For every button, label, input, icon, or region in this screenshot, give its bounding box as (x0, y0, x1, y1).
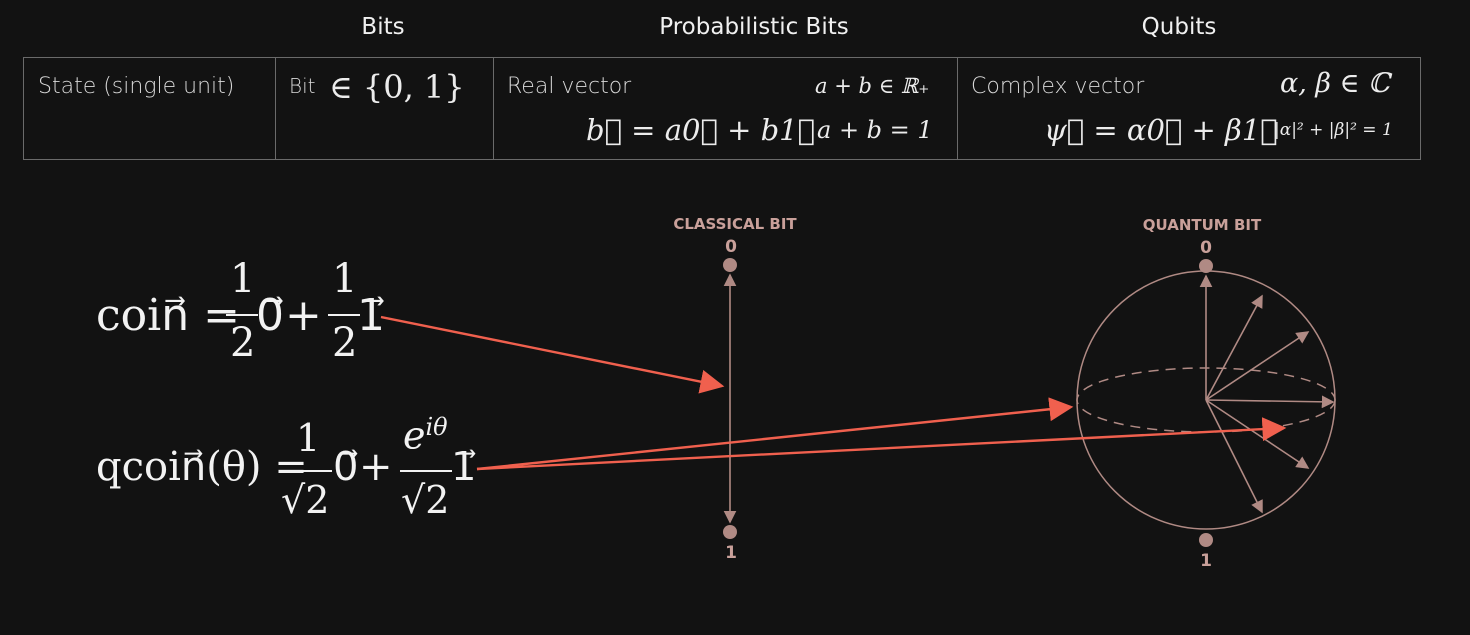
qubit-formula: ψ⃗ = α0⃗ + β1⃗ (1044, 113, 1278, 147)
bit-cell: Bit ∈ {0, 1} (275, 57, 494, 160)
classical-bit-one-label: 1 (725, 543, 737, 563)
quantum-zero-point (1199, 259, 1213, 273)
qcoin-vec-one: 1⃗ (451, 444, 477, 490)
qcoin-lhs: qcoin⃗(θ) = (96, 444, 308, 490)
qcoin-vec-zero: 0⃗ (333, 444, 359, 490)
classical-one-point (723, 525, 737, 539)
coin-frac-num-2: 1 (332, 256, 358, 302)
classical-bit: CLASSICAL BIT 0 1 (673, 215, 797, 563)
qcoin-frac-bar-1 (280, 470, 332, 472)
quantum-bit: QUANTUM BIT 0 1 (1076, 216, 1336, 571)
qcoin-exp-power: iθ (425, 413, 448, 441)
header-qubits: Qubits (1141, 14, 1217, 40)
coin-frac-num-1: 1 (230, 256, 256, 302)
row-label: State (single unit) (38, 74, 235, 99)
qcoin-plus: + (359, 444, 393, 490)
qubit-condition-complex: α, β ∈ ℂ (1280, 68, 1390, 99)
classical-bit-title: CLASSICAL BIT (673, 215, 797, 233)
coin-frac-bar-1 (226, 314, 258, 316)
qubit-label: Complex vector (971, 74, 1145, 99)
header-bits: Bits (361, 14, 405, 40)
state-vectors (1199, 274, 1335, 514)
bit-label: Bit (289, 74, 316, 98)
qcoin-frac-num-1: 1 (296, 416, 321, 460)
header-probabilistic-bits: Probabilistic Bits (659, 14, 849, 40)
probabilistic-cell: Real vector a + b ∈ ℝ₊ b⃗ = a0⃗ + b1⃗ a … (493, 57, 958, 160)
qcoin-frac-den-2: √2 (401, 478, 450, 522)
qcoin-frac-num-2: eiθ (403, 413, 448, 458)
row-label-cell: State (single unit) (23, 57, 276, 160)
prob-label: Real vector (507, 74, 632, 99)
qubit-condition-normalized: |α|² + |β|² = 1 (1274, 120, 1393, 140)
qcoin-arrow-state (476, 417, 1287, 471)
coin-frac-den-1: 2 (230, 320, 256, 366)
quantum-one-point (1199, 533, 1213, 547)
coin-lhs: coin⃗ = (96, 290, 240, 341)
qcoin-arrow-equator (476, 397, 1074, 471)
prob-condition-sum-real: a + b ∈ ℝ₊ (815, 74, 930, 98)
quantum-bit-one-label: 1 (1200, 551, 1212, 571)
prob-formula: b⃗ = a0⃗ + b1⃗ (586, 113, 815, 147)
qcoin-exp-base: e (403, 413, 426, 458)
quantum-bit-title: QUANTUM BIT (1143, 216, 1262, 234)
comparison-table: State (single unit) Bit ∈ {0, 1} Real ve… (23, 57, 1421, 160)
coin-vec-one: 1⃗ (357, 290, 385, 341)
coin-arrow (380, 315, 725, 394)
classical-bit-zero-label: 0 (725, 237, 737, 257)
quantum-bit-zero-label: 0 (1200, 238, 1212, 258)
classical-zero-point (723, 258, 737, 272)
coin-plus: + (285, 290, 322, 341)
coin-frac-den-2: 2 (332, 320, 358, 366)
bit-formula: ∈ {0, 1} (329, 68, 465, 106)
qubit-cell: Complex vector α, β ∈ ℂ ψ⃗ = α0⃗ + β1⃗ |… (957, 57, 1421, 160)
qcoin-frac-den-1: √2 (281, 478, 330, 522)
connector-arrows (380, 315, 1287, 471)
table-row: State (single unit) Bit ∈ {0, 1} Real ve… (23, 57, 1421, 160)
coin-frac-bar-2 (328, 314, 360, 316)
prob-condition-normalized: a + b = 1 (817, 116, 933, 144)
qcoin-frac-bar-2 (400, 470, 452, 472)
coin-vec-zero: 0⃗ (256, 290, 284, 341)
